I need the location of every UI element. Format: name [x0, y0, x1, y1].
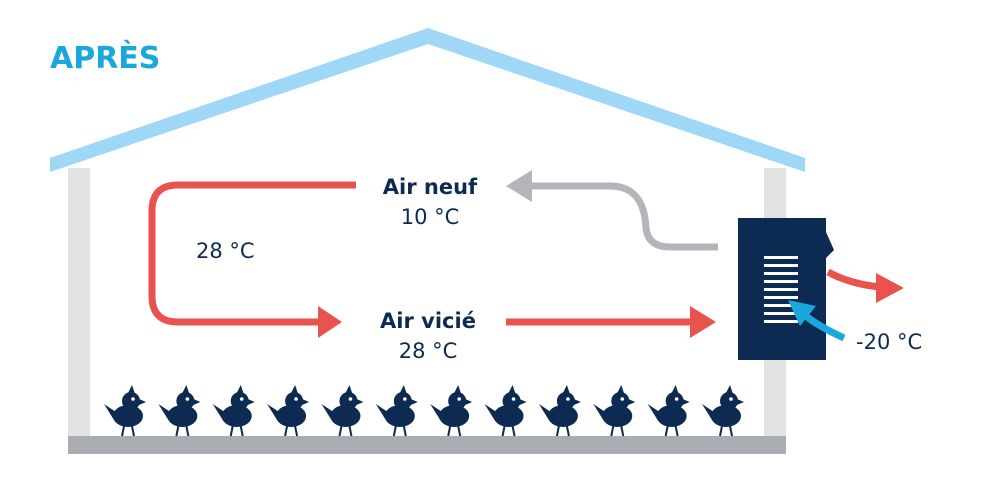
- cold-intake-arrowhead: [788, 300, 816, 326]
- outside-temp: -20 °C: [856, 330, 922, 354]
- chick-icon: [212, 385, 255, 437]
- floor: [68, 436, 786, 454]
- heat-exchanger-unit-icon: [738, 218, 834, 360]
- fresh-air-arrow: [530, 182, 718, 251]
- page-title: APRÈS: [50, 40, 160, 76]
- exhaust-arrowhead: [876, 273, 904, 303]
- fresh-air-temp: 10 °C: [401, 205, 460, 229]
- chick-icon: [267, 385, 310, 437]
- fresh-air-title: Air neuf: [383, 175, 478, 199]
- chick-icon: [593, 385, 636, 437]
- warm-loop-arrowhead: [318, 306, 342, 338]
- stale-air-temp: 28 °C: [399, 339, 458, 363]
- chick-icon: [538, 385, 581, 437]
- chick-icon: [702, 385, 744, 437]
- chick-icon: [158, 385, 201, 437]
- chicks-row: [104, 385, 744, 437]
- warm-air-loop: [148, 181, 356, 326]
- cold-intake-arrow: [803, 313, 846, 342]
- stale-air-title: Air vicié: [380, 309, 476, 333]
- chick-icon: [104, 385, 146, 437]
- exhaust-arrow: [826, 268, 881, 291]
- chick-icon: [484, 385, 527, 437]
- stale-air-arrowhead: [690, 306, 716, 338]
- inside-temp: 28 °C: [196, 239, 255, 263]
- left-wall: [68, 168, 90, 440]
- chick-icon: [430, 385, 473, 437]
- chick-icon: [321, 385, 364, 437]
- chick-icon: [647, 385, 690, 437]
- unit-grille: [764, 256, 798, 323]
- chick-icon: [375, 385, 418, 437]
- fresh-air-arrowhead: [506, 170, 532, 202]
- roof: [50, 28, 805, 172]
